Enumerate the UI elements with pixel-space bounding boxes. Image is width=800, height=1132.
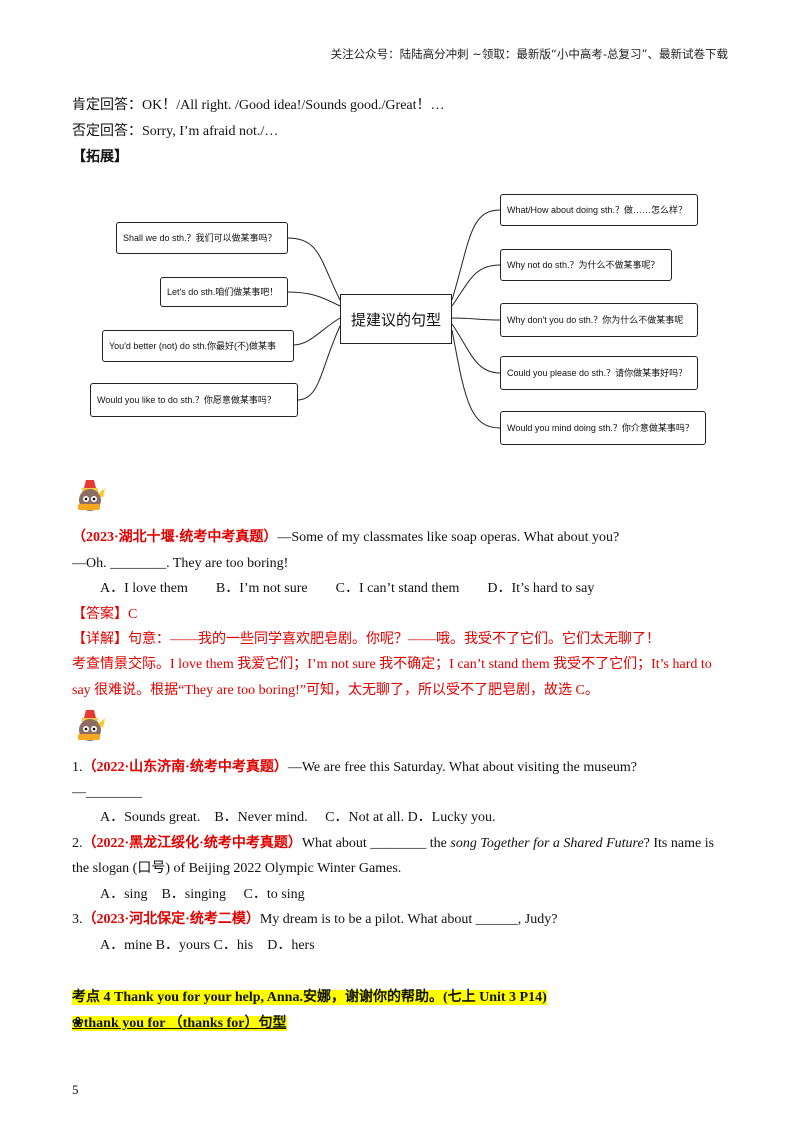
kaodian-heading: 考点 4 Thank you for your help, Anna.安娜，谢谢… — [72, 988, 547, 1008]
pencil-mascot-icon — [78, 480, 105, 511]
exercise-3-options: A．mine B．yours C．his D．hers — [100, 938, 315, 953]
mindmap-right-item: Could you please do sth.？请你做某事好吗？ — [500, 356, 698, 390]
example-answer: 【答案】C — [72, 607, 138, 622]
mindmap-connectors — [286, 209, 501, 429]
example-question: （2023·湖北十堰·统考中考真题）—Some of my classmates… — [72, 528, 619, 548]
pencil-mascot-icon — [78, 710, 105, 741]
positive-reply: 肯定回答：OK！/All right. /Good idea!/Sounds g… — [72, 98, 445, 113]
exercise-2-line2: the slogan (口号) of Beijing 2022 Olympic … — [72, 861, 402, 876]
example-question-line2: —Oh. ________. They are too boring! — [72, 556, 289, 571]
example-options: A．I love them B．I’m not sure C．I can’t s… — [100, 581, 595, 596]
exercise-number: 1. — [72, 760, 83, 775]
exercise-source: （2022·山东济南·统考中考真题） — [82, 760, 288, 775]
example-detail-line2: 考查情景交际。I love them 我爱它们；I’m not sure 我不确… — [72, 657, 712, 672]
mindmap-right-item: What/How about doing sth.？做……怎么样？ — [500, 194, 698, 226]
mindmap-right-item: Why not do sth.？为什么不做某事呢？ — [500, 249, 672, 281]
subtopic-text: ❀thank you for （thanks for）句型 — [72, 1016, 287, 1031]
exercise-1: 1.（2022·山东济南·统考中考真题）—We are free this Sa… — [72, 758, 637, 778]
mindmap-center: 提建议的句型 — [340, 294, 452, 344]
example-question-text: —Some of my classmates like soap operas.… — [277, 530, 620, 545]
exercise-text-end: ? Its name is — [643, 836, 715, 851]
exercise-text: What about ________ the — [301, 836, 451, 851]
mindmap-left-item: Let's do sth.咱们做某事吧！ — [160, 277, 288, 307]
exercise-1-options: A．Sounds great. B．Never mind. C．Not at a… — [100, 810, 496, 825]
exercise-source: （2022·黑龙江绥化·统考中考真题） — [82, 836, 302, 851]
page-number: 5 — [72, 1082, 79, 1097]
negative-reply: 否定回答：Sorry, I’m afraid not./… — [72, 124, 279, 139]
exercise-text: —We are free this Saturday. What about v… — [287, 760, 638, 775]
exercise-2: 2.（2022·黑龙江绥化·统考中考真题）What about ________… — [72, 834, 714, 854]
suggestion-mindmap: Shall we do sth.？我们可以做某事吗？ Let's do sth.… — [0, 0, 800, 500]
exercise-1-blank: —________ — [72, 785, 142, 800]
mindmap-right-item: Would you mind doing sth.？你介意做某事吗？ — [500, 411, 706, 445]
exercise-3: 3.（2023·河北保定·统考二模）My dream is to be a pi… — [72, 910, 557, 930]
kaodian-text: 考点 4 Thank you for your help, Anna.安娜，谢谢… — [72, 990, 547, 1005]
mindmap-left-item: Shall we do sth.？我们可以做某事吗？ — [116, 222, 288, 254]
mindmap-right-item: Why don't you do sth.？你为什么不做某事呢 — [500, 303, 698, 337]
exercise-text: My dream is to be a pilot. What about __… — [259, 912, 558, 927]
exercise-song-title: song Together for a Shared Future — [450, 836, 644, 851]
example-detail-line3: say 很难说。根据“They are too boring!”可知，太无聊了，… — [72, 683, 599, 698]
exercise-number: 3. — [72, 912, 83, 927]
extension-heading: 【拓展】 — [72, 150, 128, 165]
page-header: 关注公众号：陆陆高分冲刺 ~领取：最新版“小中高考-总复习”、最新试卷下载 — [330, 47, 728, 61]
example-detail-line1: 【详解】句意：——我的一些同学喜欢肥皂剧。你呢？——哦。我受不了它们。它们太无聊… — [72, 632, 660, 647]
exercise-source: （2023·河北保定·统考二模） — [82, 912, 260, 927]
subtopic-heading: ❀thank you for （thanks for）句型 — [72, 1014, 287, 1034]
mindmap-left-item: Would you like to do sth.？你愿意做某事吗？ — [90, 383, 298, 417]
example-source: （2023·湖北十堰·统考中考真题） — [72, 530, 278, 545]
exercise-2-options: A．sing B．singing C．to sing — [100, 887, 305, 902]
mindmap-left-item: You'd better (not) do sth.你最好(不)做某事 — [102, 330, 294, 362]
exercise-number: 2. — [72, 836, 83, 851]
